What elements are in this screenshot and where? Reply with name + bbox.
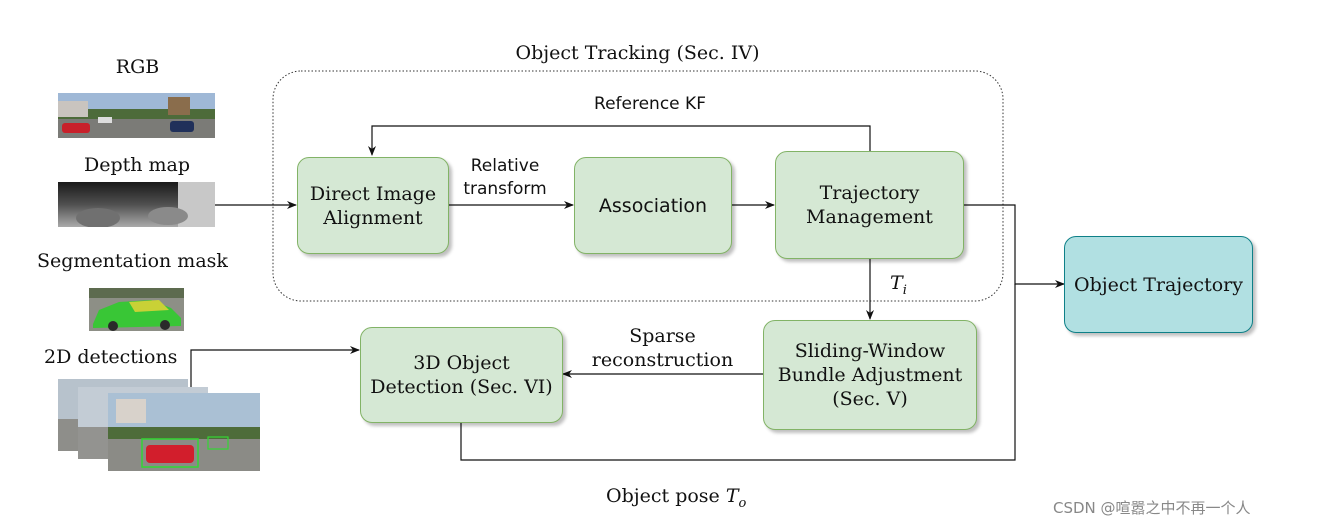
depth-map-thumbnail [58,182,215,227]
relative-transform-label: Relative transform [463,156,547,199]
sparse-reconstruction-label: Sparse reconstruction [591,325,734,371]
rgb-label: RGB [115,56,160,78]
ti-label: Ti [890,272,907,298]
3d-object-detection-node[interactable]: 3D Object Detection (Sec. VI) [360,327,563,423]
depth-map-label: Depth map [83,154,191,176]
csdn-watermark: CSDN @喧嚣之中不再一个人 [1053,499,1251,517]
2d-detections-thumbnail [58,379,260,471]
sliding-window-ba-node[interactable]: Sliding-Window Bundle Adjustment (Sec. V… [763,320,977,430]
reference-kf-label: Reference KF [594,94,706,114]
edge-object-pose [460,284,1016,461]
rgb-image-thumbnail [58,93,215,138]
association-node[interactable]: Association [574,157,732,254]
2d-detections-label: 2D detections [44,346,178,368]
segmentation-mask-thumbnail [89,288,184,331]
segmentation-mask-label: Segmentation mask [37,250,228,272]
edge-trajectory-to-output [964,204,1065,288]
edge-detections-to-3d [190,346,360,389]
trajectory-management-node[interactable]: Trajectory Management [775,151,964,259]
object-pose-label: Object pose To [606,485,747,511]
edge-reference-kf [368,125,871,156]
object-tracking-group-title: Object Tracking (Sec. IV) [515,42,760,64]
object-trajectory-node[interactable]: Object Trajectory [1064,236,1253,333]
object-tracking-group-outline [272,70,1004,302]
direct-image-alignment-node[interactable]: Direct Image Alignment [297,157,449,254]
